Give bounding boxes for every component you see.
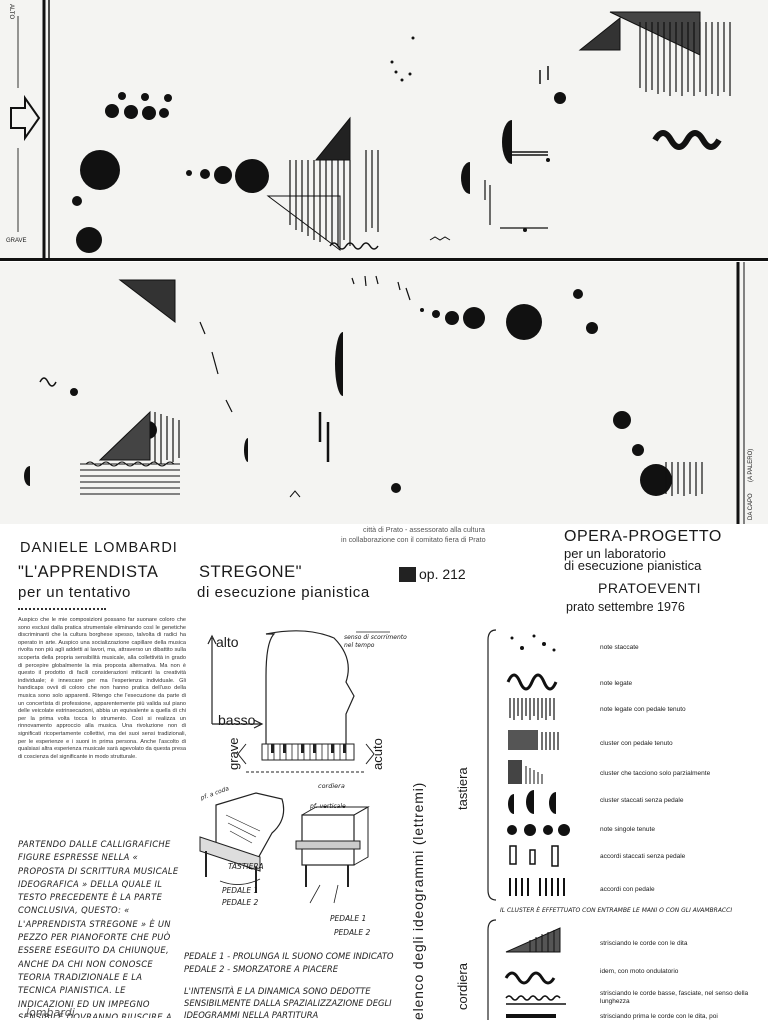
subtitle-part-2: di esecuzione pianistica	[197, 584, 370, 601]
label-keyboard: TASTIERA	[228, 862, 264, 871]
author-name: DANIELE LOMBARDI	[20, 540, 178, 556]
legend-strings-item: strisciando prima le corde con le dita, …	[600, 1013, 718, 1020]
handwritten-note: PARTENDO DALLE CALLIGRAFICHE FIGURE ESPR…	[18, 839, 179, 1018]
signature: lombardi	[26, 1006, 75, 1019]
ideogram-icons	[506, 634, 570, 896]
legend-item: note singole tenute	[600, 826, 655, 833]
legend-item: cluster che tacciono solo parzialmente	[600, 770, 711, 777]
legend-item: cluster staccati senza pedale	[600, 797, 684, 804]
cluster-footnote: IL CLUSTER È EFFETTUATO CON ENTRAMBE LE …	[500, 907, 733, 914]
legend-strings-item: idem, con moto ondulatorio	[600, 968, 679, 975]
brace-lines	[487, 629, 497, 1020]
score-divider	[0, 258, 768, 261]
label-pedal-2b: PEDALE 2	[334, 928, 371, 937]
intensity-note: L'INTENSITÀ E LA DINAMICA SONO DEDOTTE S…	[184, 986, 392, 1020]
city-line-1: città di Prato - assessorato alla cultur…	[363, 525, 485, 534]
score-graphics-top	[10, 0, 731, 258]
label-pedal-1a: PEDALE 1	[222, 886, 259, 895]
separator	[18, 608, 106, 610]
project-line-2: di esecuzione pianistica	[564, 558, 702, 573]
score-graphics-bottom	[24, 262, 745, 524]
section-keyboard: tastiera	[455, 767, 470, 810]
time-flow-note: senso di scorrimento nel tempo	[344, 634, 407, 649]
arrow-right-icon	[10, 94, 41, 142]
opus-marker	[399, 567, 416, 582]
string-ideogram-icons	[504, 927, 566, 1018]
register-label-high: ALTO	[8, 4, 14, 20]
place-date: prato settembre 1976	[566, 600, 685, 614]
label-strings: cordiera	[318, 782, 345, 790]
title-part-2: STREGONE"	[199, 563, 302, 581]
project-title: OPERA-PROGETTO	[564, 528, 722, 545]
legend-item: accordi con pedale	[600, 886, 655, 893]
score-side-note: (A PALERO)	[748, 448, 754, 482]
legend-item: cluster con pedale tenuto	[600, 740, 673, 747]
legend-item: note legate	[600, 680, 633, 687]
subtitle-part-1: per un tentativo	[18, 584, 132, 601]
score-system-top: ALTO GRAVE	[0, 0, 768, 258]
title-part-1: "L'APPRENDISTA	[18, 563, 159, 581]
label-pedal-2a: PEDALE 2	[222, 898, 259, 907]
manifesto-text: Auspico che le mie composizioni possano …	[18, 617, 186, 760]
legend-item: note legate con pedale tenuto	[600, 706, 686, 713]
score-system-bottom: (A PALERO) DA CAPO	[0, 262, 768, 524]
opus-number: op. 212	[419, 566, 466, 582]
register-label-low: GRAVE	[6, 238, 27, 244]
pedal-line-1: PEDALE 1 - PROLUNGA IL SUONO COME INDICA…	[184, 951, 394, 961]
score-side-mark: DA CAPO	[748, 493, 754, 520]
piano-keyboard-diagram	[207, 630, 390, 773]
project-line-1: per un laboratorio	[564, 546, 666, 561]
diagram-label-alto: alto	[216, 634, 239, 650]
label-upright: pf. verticale	[310, 803, 346, 810]
section-strings: cordiera	[455, 963, 470, 1010]
legend-item: accordi staccati senza pedale	[600, 853, 686, 860]
pedal-line-2: PEDALE 2 - SMORZATORE A PIACERE	[184, 964, 338, 974]
diagram-label-grave: grave	[226, 737, 241, 770]
piano-drawings	[199, 792, 370, 904]
event-name: PRATOEVENTI	[598, 580, 702, 596]
label-pedal-1b: PEDALE 1	[330, 914, 367, 923]
legend-item: note staccate	[600, 644, 639, 651]
diagram-label-acuto: acuto	[370, 738, 385, 770]
legend-strings-item: strisciando le corde con le dita	[600, 940, 688, 947]
legend-strings-item: strisciando le corde basse, fasciate, ne…	[600, 990, 749, 1005]
diagram-label-basso: basso	[218, 712, 256, 728]
city-line-2: in collaborazione con il comitato fiera …	[341, 535, 486, 544]
ideogram-list-title: elenco degli ideogrammi (lettremi)	[410, 781, 426, 1020]
